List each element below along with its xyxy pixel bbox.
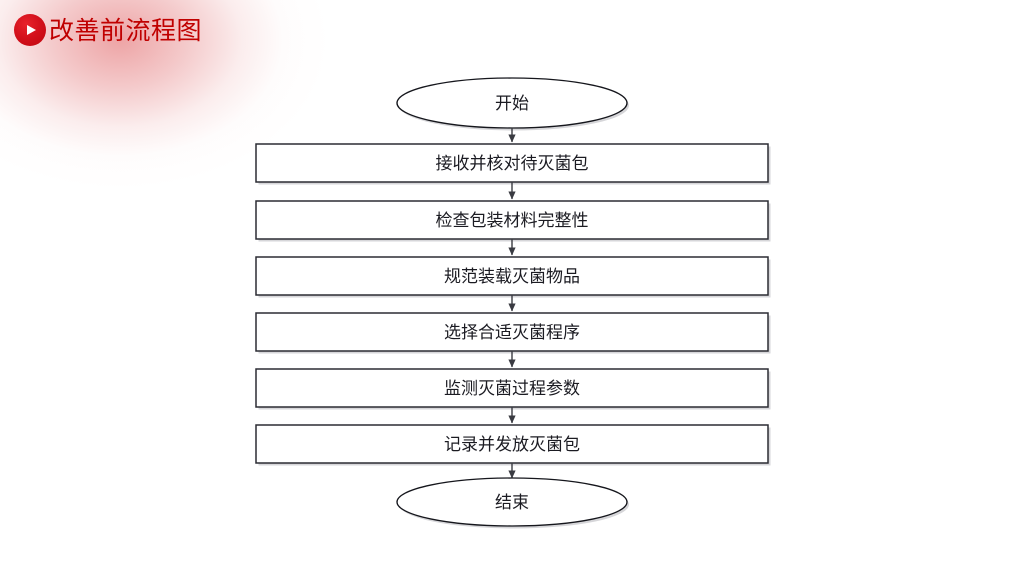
flow-node-step3[interactable]: 规范装载灭菌物品 xyxy=(255,256,771,298)
flow-node-step1[interactable]: 接收并核对待灭菌包 xyxy=(255,143,771,185)
flow-node-label: 监测灭菌过程参数 xyxy=(444,379,580,399)
page-title: 改善前流程图 xyxy=(49,15,203,45)
flow-node-end[interactable]: 结束 xyxy=(396,477,629,529)
flow-node-label: 结束 xyxy=(495,493,529,513)
flow-node-step2[interactable]: 检查包装材料完整性 xyxy=(255,200,771,242)
flow-node-label: 检查包装材料完整性 xyxy=(436,211,589,231)
page-title-bar: 改善前流程图 xyxy=(14,14,202,46)
play-circle-icon xyxy=(14,14,46,46)
flow-node-step6[interactable]: 记录并发放灭菌包 xyxy=(255,424,771,466)
flow-node-label: 规范装载灭菌物品 xyxy=(444,267,580,287)
flow-node-label: 开始 xyxy=(495,94,529,114)
flow-node-step5[interactable]: 监测灭菌过程参数 xyxy=(255,368,771,410)
flow-node-start[interactable]: 开始 xyxy=(396,77,629,131)
flow-node-label: 选择合适灭菌程序 xyxy=(444,323,580,343)
flow-node-label: 记录并发放灭菌包 xyxy=(444,435,580,455)
flow-node-step4[interactable]: 选择合适灭菌程序 xyxy=(255,312,771,354)
flow-node-label: 接收并核对待灭菌包 xyxy=(436,154,589,174)
